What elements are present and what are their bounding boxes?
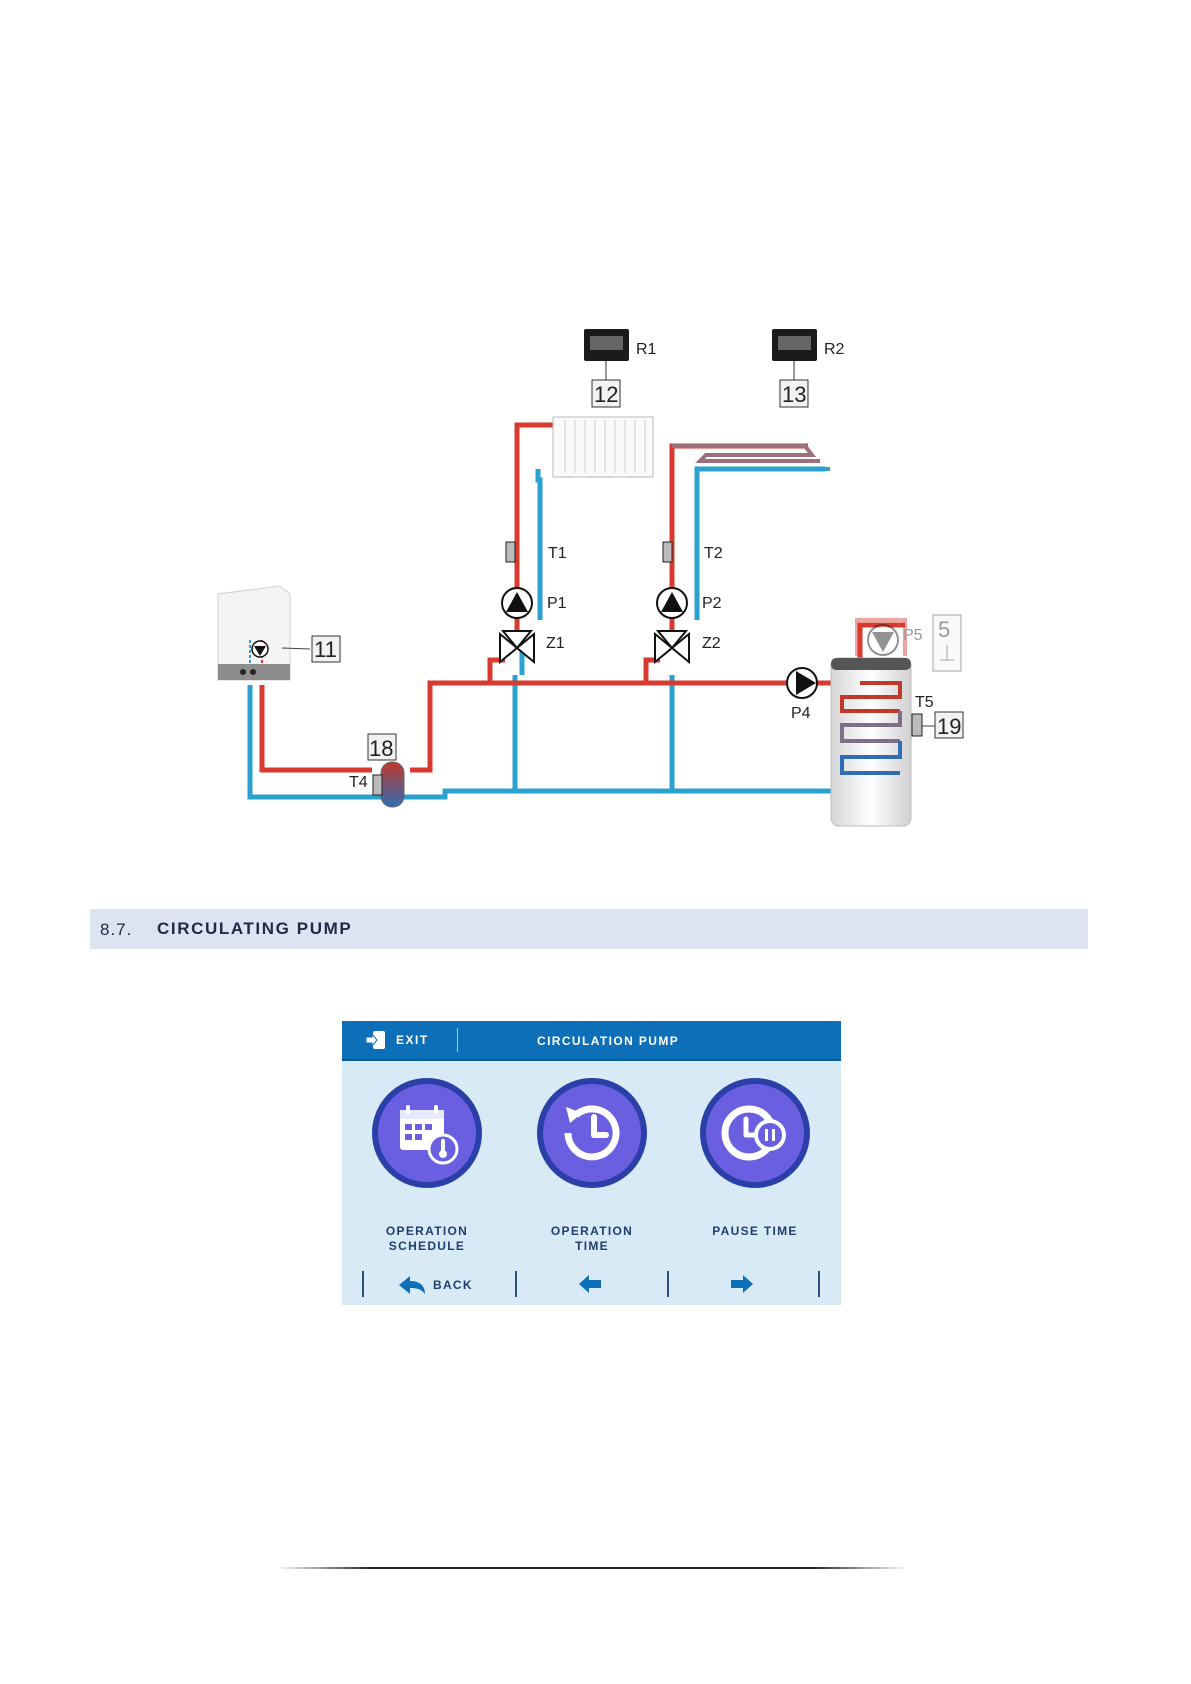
screen-title: CIRCULATION PUMP [537,1034,679,1048]
sensor-t2: T2 [663,542,723,562]
label-p2: P2 [702,595,722,612]
label-t1: T1 [548,545,567,562]
footer-divider [515,1271,517,1297]
clock-history-icon [536,1077,648,1189]
label-p1: P1 [547,595,567,612]
room-regulator-r1: R1 12 [584,329,657,407]
section-title: CIRCULATING PUMP [157,919,352,939]
underfloor-heating [672,446,830,469]
pause-time-button[interactable]: PAUSE TIME [685,1077,825,1237]
arrow-left-icon[interactable] [577,1273,603,1295]
label-18: 18 [369,736,393,761]
footer-divider [667,1271,669,1297]
label-p5: P5 [903,627,923,644]
operation-schedule-label: OPERATION SCHEDULE [357,1224,497,1254]
pump-p4: P4 [787,668,817,722]
label-t4: T4 [349,774,368,791]
label-5: 5 [938,617,950,642]
arrow-right-icon[interactable] [729,1273,755,1295]
label-z1: Z1 [546,635,565,652]
exit-label: EXIT [396,1033,429,1047]
operation-time-button[interactable]: OPERATION TIME [522,1077,662,1237]
valve-z2: Z2 [655,631,721,662]
label-19: 19 [937,714,961,739]
back-arrow-icon [397,1274,427,1296]
label-t5: T5 [915,694,934,711]
hydraulic-diagram: R1 12 R2 13 T1 T2 P1 P2 Z1 [0,0,1191,860]
label-z2: Z2 [702,635,721,652]
pump-p2: P2 [657,588,722,618]
label-r1: R1 [636,341,657,358]
label-13: 13 [782,382,806,407]
exit-button[interactable]: EXIT [364,1027,454,1053]
hot-water-tank: T5 19 [831,658,963,826]
sensor-t1: T1 [506,542,567,562]
label-11: 11 [314,637,337,662]
back-label: BACK [433,1278,473,1292]
screen-footer: BACK [342,1265,841,1305]
section-heading: 8.7. CIRCULATING PUMP [90,909,1088,949]
operation-time-label: OPERATION TIME [522,1224,662,1254]
page-footer-rule [277,1567,907,1569]
footer-divider [818,1271,820,1297]
footer-divider [362,1271,364,1297]
screen-header: EXIT CIRCULATION PUMP [342,1021,841,1061]
pump-p1: P1 [502,588,567,618]
section-number: 8.7. [100,920,132,940]
label-r2: R2 [824,341,845,358]
pause-time-label: PAUSE TIME [685,1224,825,1239]
clock-pause-icon [699,1077,811,1189]
return-pipes [250,469,884,797]
exit-icon [364,1028,388,1052]
boiler: 11 [218,586,340,680]
operation-schedule-button[interactable]: OPERATION SCHEDULE [357,1077,497,1237]
valve-z1: Z1 [500,631,565,662]
label-12: 12 [594,382,618,407]
back-button[interactable]: BACK [397,1273,507,1297]
label-t2: T2 [704,545,723,562]
radiator [553,417,653,477]
header-divider [457,1028,458,1052]
room-regulator-r2: R2 13 [772,329,845,407]
calendar-thermometer-icon [371,1077,483,1189]
controller-screen: EXIT CIRCULATION PUMP OPERATION SCHEDULE [342,1021,841,1305]
label-p4: P4 [791,705,811,722]
